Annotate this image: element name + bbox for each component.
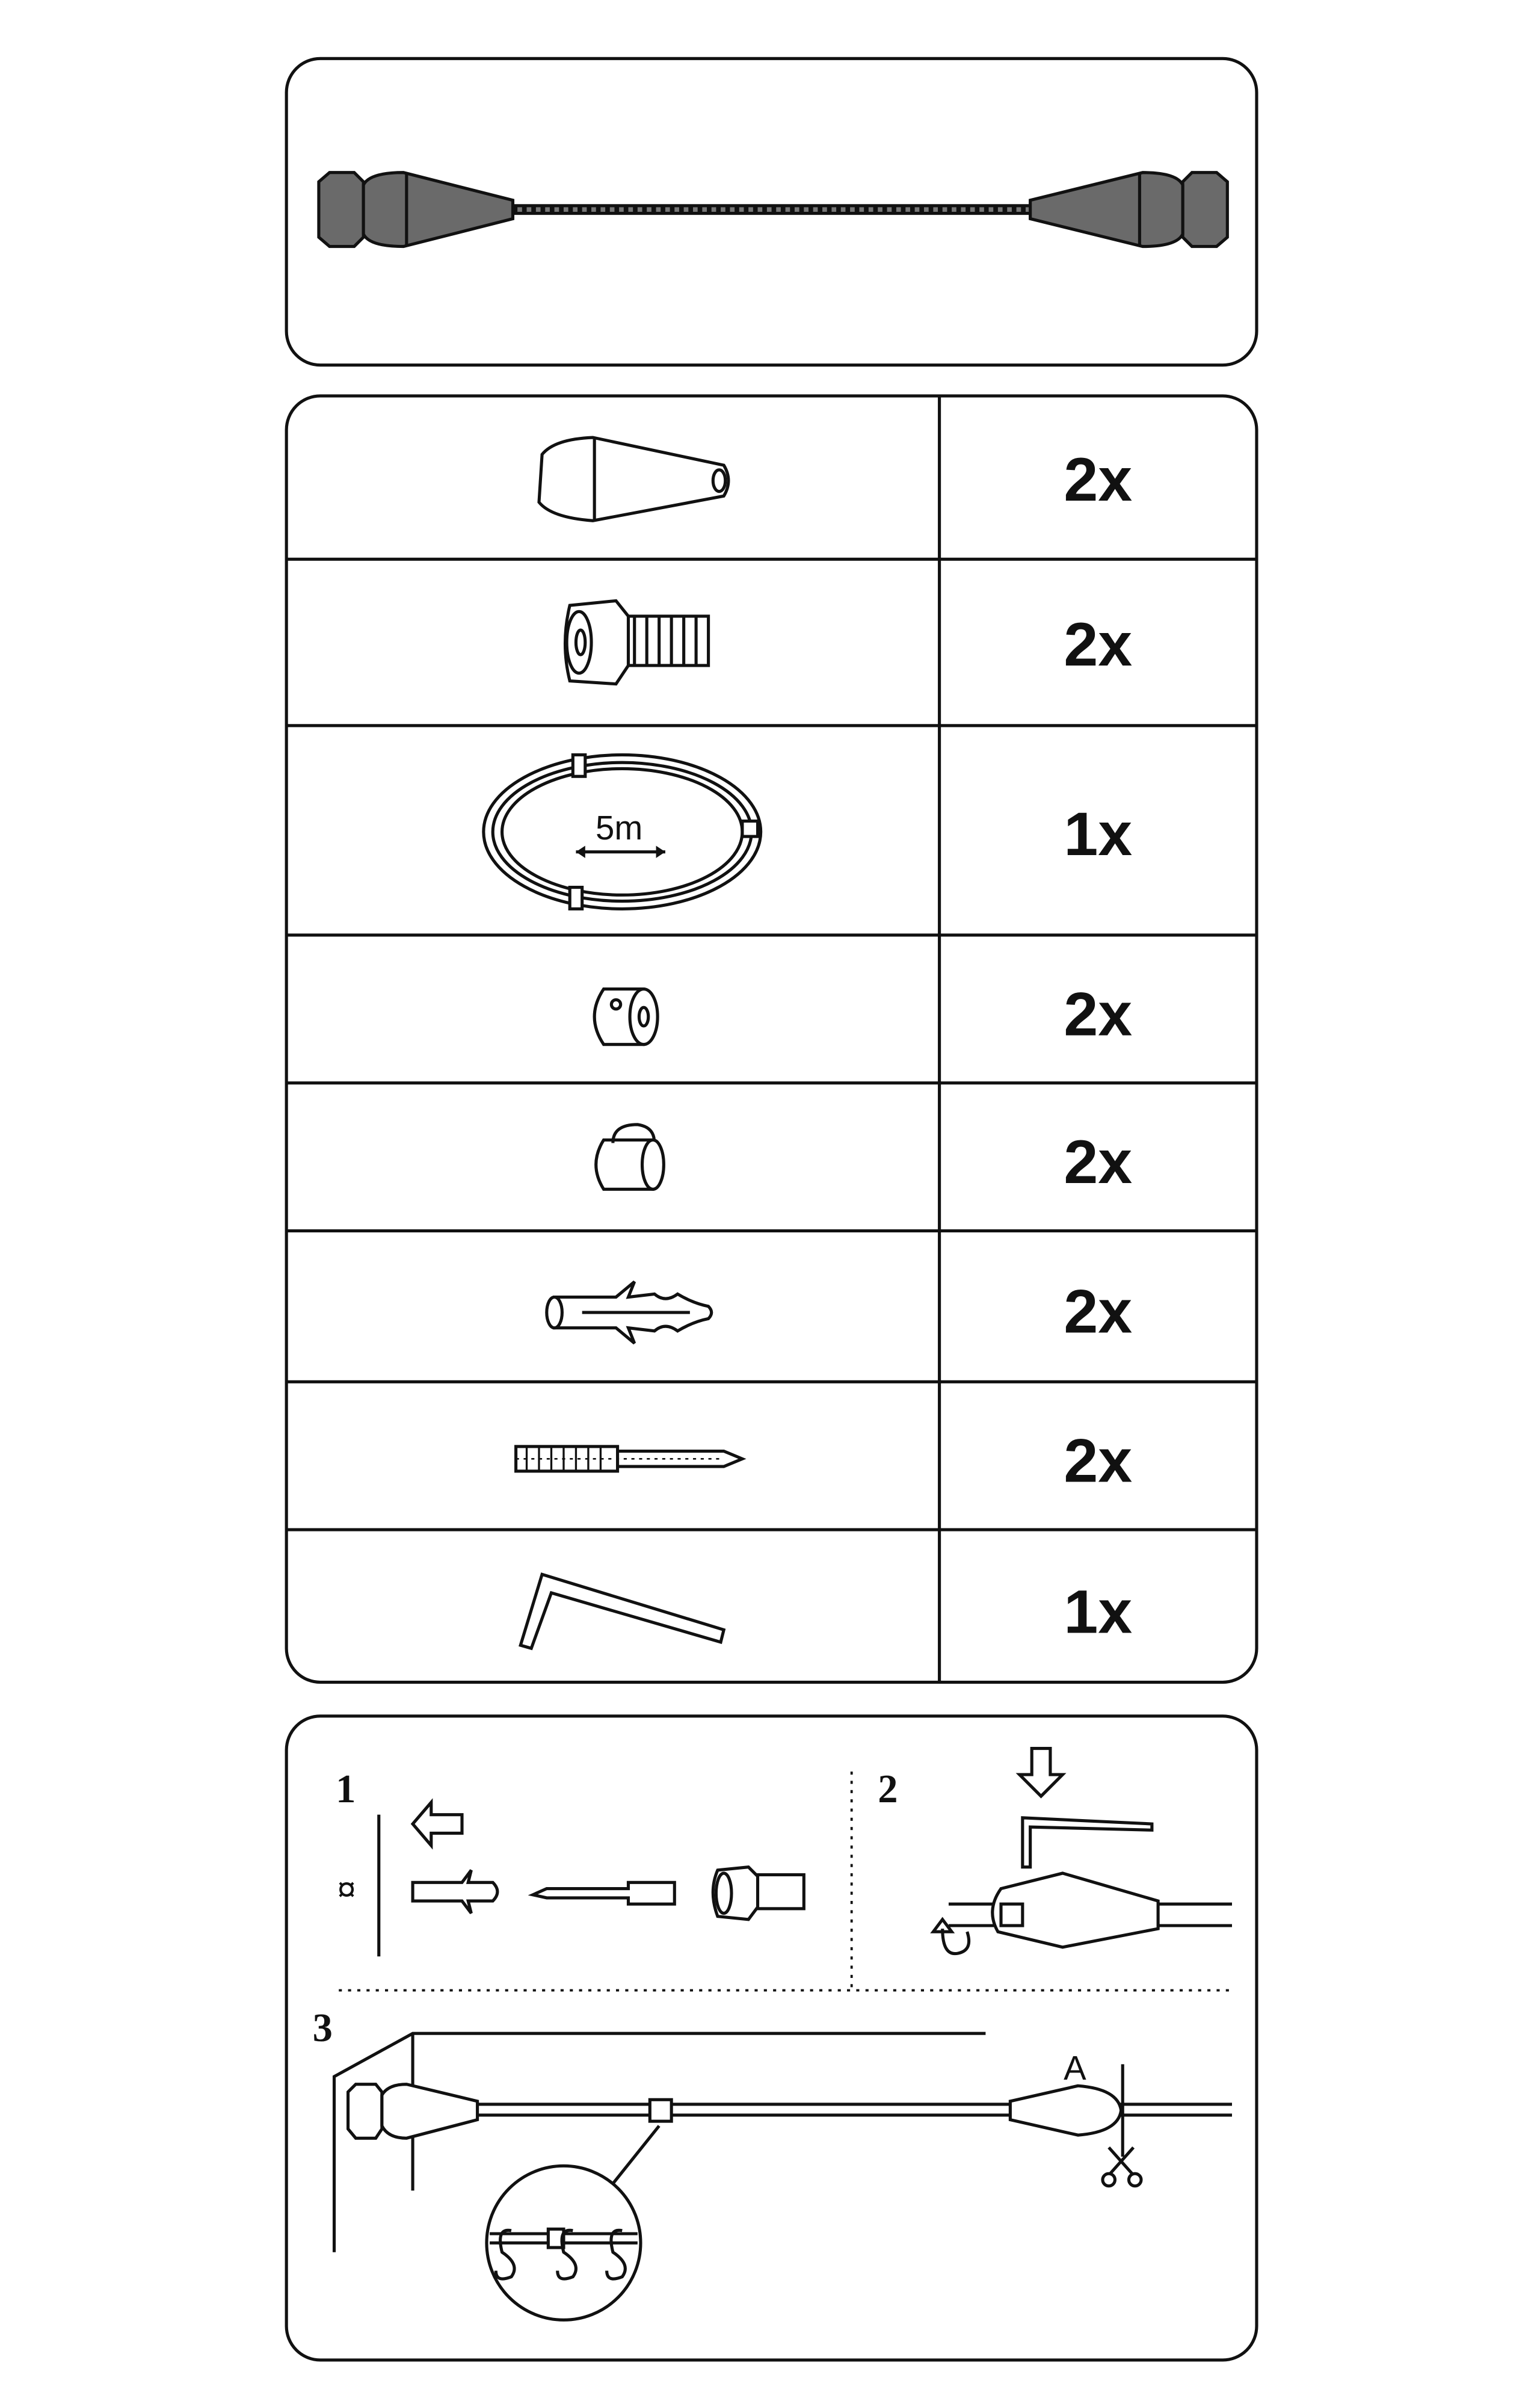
drill-mark: ¤ (337, 1870, 356, 1908)
wall-plug-icon (411, 1869, 499, 1915)
cone-end-cap-icon (380, 2083, 479, 2140)
right-cone-icon (1029, 171, 1184, 249)
quantity-clip: 2x (1064, 1127, 1132, 1196)
quantity-wire: 1x (1064, 799, 1132, 868)
step-1: 1 ¤ (336, 1767, 805, 1957)
wall-plug-icon (545, 1280, 713, 1345)
quantity-cone: 2x (1064, 445, 1132, 514)
right-hex-nut-icon (1181, 171, 1229, 249)
step-3-number: 3 (313, 2006, 333, 2050)
allen-key-icon (1021, 1816, 1154, 1869)
assembled-cable-illustration (317, 171, 1229, 249)
left-cone-icon (362, 171, 515, 249)
detail-magnifier-s-hooks (485, 2164, 642, 2322)
hex-nut-icon (346, 2083, 384, 2140)
wire-coil-icon: 5m (482, 753, 763, 910)
cone-end-cap-icon (991, 1871, 1160, 1949)
quantity-bolt: 2x (1064, 610, 1132, 679)
hex-bolt-icon (563, 599, 710, 686)
set-collar-icon (648, 2098, 673, 2123)
set-collar-icon (593, 987, 659, 1046)
step-1-number: 1 (336, 1767, 356, 1811)
arrow-left-icon (410, 1798, 464, 1850)
quantity-allen-key: 1x (1064, 1577, 1132, 1646)
quantity-plug: 2x (1064, 1276, 1132, 1346)
step-3: 3 A (313, 2006, 1232, 2322)
overview-panel (285, 57, 1258, 367)
screw-icon (514, 1445, 747, 1473)
s-hook-icon (605, 2228, 627, 2281)
rotate-arrow-icon (930, 1917, 971, 1956)
cone-end-cap-icon-right (1008, 2084, 1123, 2137)
step-2: 2 (878, 1747, 1232, 1956)
left-hex-nut-icon (317, 171, 365, 249)
coil-length-label: 5m (596, 809, 642, 847)
scissors-icon (1101, 2146, 1143, 2188)
arrow-down-icon (1015, 1747, 1067, 1799)
screw-icon (528, 1880, 676, 1906)
s-hook-icon (556, 2228, 578, 2281)
parts-table: 2x 2x 5m 1x (285, 394, 1258, 1684)
s-hook-icon (494, 2228, 516, 2281)
cone-end-cap-icon (537, 436, 730, 522)
installation-steps-panel: 1 ¤ 2 3 (285, 1714, 1258, 2362)
clip-stopper-icon (594, 1123, 665, 1191)
allen-key-icon (519, 1572, 726, 1651)
quantity-collar: 2x (1064, 979, 1132, 1048)
step-2-number: 2 (878, 1767, 898, 1811)
hex-bolt-icon (711, 1865, 805, 1921)
quantity-screw: 2x (1064, 1426, 1132, 1495)
point-label-a: A (1064, 2049, 1086, 2087)
